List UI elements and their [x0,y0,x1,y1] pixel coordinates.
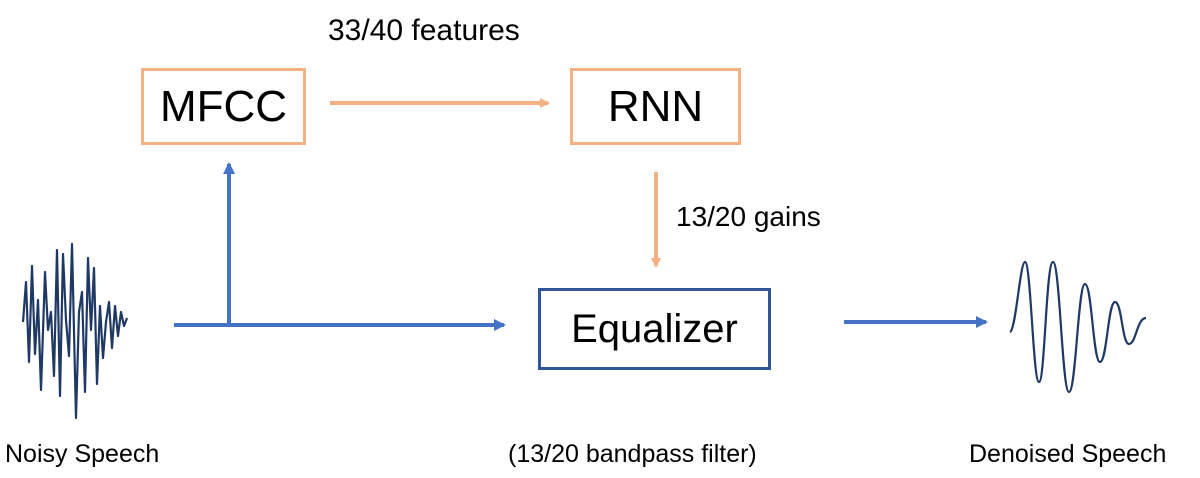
rnn-node-label: RNN [607,81,704,131]
equalizer-node: Equalizer [538,288,771,370]
denoised-speech-waveform-icon [1008,260,1147,394]
mfcc-node: MFCC [141,68,306,145]
rnn-node: RNN [570,68,741,145]
gains-edge-label: 13/20 gains [676,201,821,232]
denoised-speech-caption: Denoised Speech [969,440,1167,468]
features-edge-label: 33/40 features [328,14,520,47]
equalizer-node-label: Equalizer [571,306,738,351]
noisy-speech-caption: Noisy Speech [5,440,160,468]
bandpass-filter-caption: (13/20 bandpass filter) [508,440,757,468]
noisy-speech-waveform-icon [21,242,129,420]
mfcc-node-label: MFCC [159,81,288,131]
